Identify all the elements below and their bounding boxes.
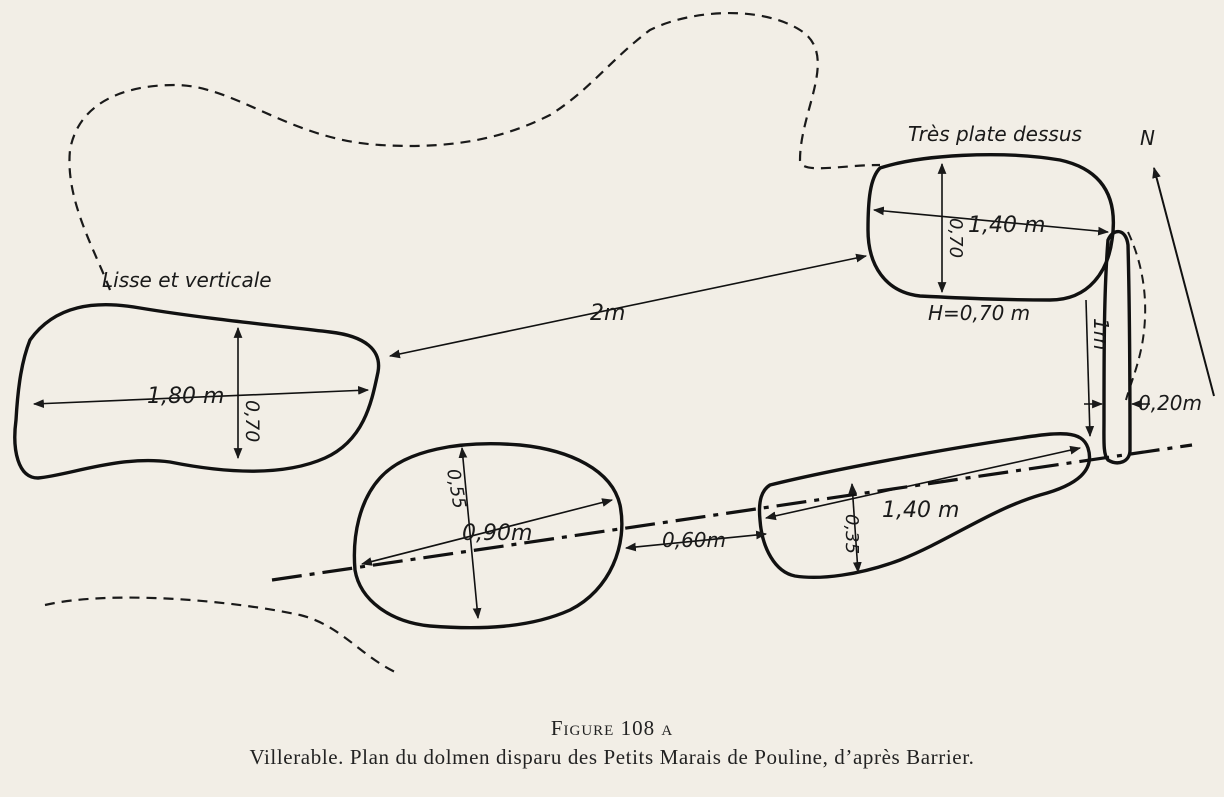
stone-a-length-dim [32,386,370,408]
stone-d-width-label: 0,35 [841,514,862,554]
stone-b-outline [866,153,1116,302]
figure-title: Figure 108 a [550,716,674,740]
north-arrow [1152,166,1215,397]
north-label: N [1140,126,1155,150]
stone-a-note: Lisse et verticale [102,268,272,292]
distance-b-slab-dim [1085,299,1095,438]
stone-b-length-dim [872,206,1110,236]
stone-a-length-label: 1,80 m [147,384,224,409]
distance-ab-dim [388,253,868,359]
stone-b-length-label: 1,40 m [968,213,1045,238]
stone-c-length-dim [360,498,614,566]
stone-c-width-dim [458,446,482,620]
stone-d-length-dim [764,445,1082,521]
stone-c-length-label: 0,90m [462,521,532,546]
stone-b-height-label: H=0,70 m [928,301,1030,325]
stone-c-outline [352,442,624,630]
slab-outline [1102,229,1132,465]
site-outline-top [68,11,881,291]
distance-cd-label: 0,60m [662,528,726,552]
slab-width-label: 0,20m [1138,391,1202,415]
stone-c-width-label: 0,55 [442,467,470,510]
distance-ab-label: 2m [590,301,625,326]
stone-d-length-label: 1,40 m [882,498,959,523]
distance-cd-dim [624,530,768,552]
site-outline-bottom [44,596,396,673]
figure-caption: Villerable. Plan du dolmen disparu des P… [249,745,975,769]
stone-b-width-label: 0,70 [945,218,966,258]
stone-a-width-label: 0,70 [241,400,263,442]
distance-b-slab-label: 1m [1089,318,1113,350]
stone-a-outline [13,303,381,480]
dolmen-plan-diagram: Lisse et verticale Très plate dessus N 1… [13,11,1215,673]
stone-d-width-dim [848,482,862,574]
stone-b-note: Très plate dessus [908,122,1082,146]
alignment-axis [271,443,1193,582]
